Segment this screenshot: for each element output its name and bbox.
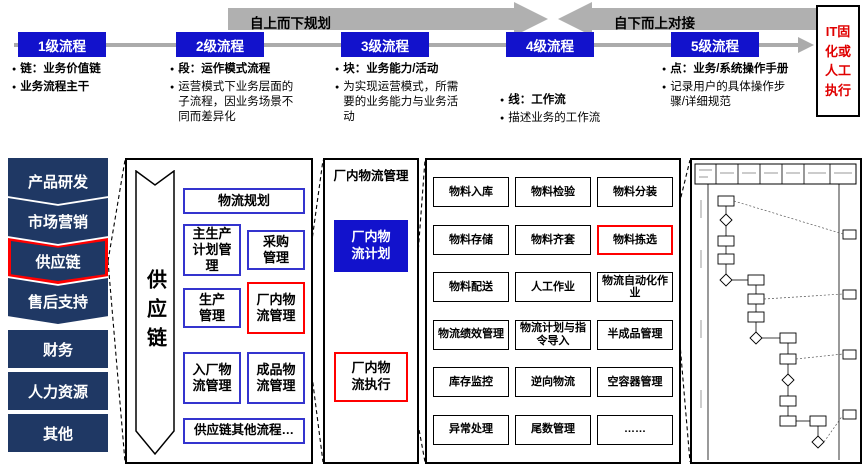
in-plant-logistics-box: 厂内物流管理 [247, 282, 305, 334]
value-chain-item-hr: 人力资源 [8, 372, 108, 410]
capability-cell: 物料分装 [597, 177, 673, 208]
bullet-item: ●业务流程主干 [12, 81, 90, 93]
level-3-bullets: ●块：业务能力/活动 ●为实现运营模式，所需要的业务能力与业务活动 [335, 62, 463, 128]
capability-cell: 异常处理 [433, 414, 509, 445]
in-plant-logistics-panel: 厂内物流管理 厂内物流计划 厂内物流执行 [323, 158, 419, 464]
capability-cell: 物料齐套 [515, 224, 591, 255]
in-plant-logistics-plan-box: 厂内物流计划 [334, 220, 408, 272]
procurement-box: 采购管理 [247, 230, 305, 270]
bullet-item: ●点：业务/系统操作手册 [662, 63, 789, 75]
top-down-label: 自上而下规划 [250, 16, 331, 31]
capability-cell-picking-highlighted: 物料拣选 [597, 224, 673, 255]
bullet-item: ●运营模式下业务层面的子流程，因业务场景不同而差异化 [170, 81, 294, 123]
level-5-bullets: ●点：业务/系统操作手册 ●记录用户的具体操作步骤/详细规范 [662, 62, 790, 113]
level-1-bullets: ●链：业务价值链 ●业务流程主干 [12, 62, 144, 98]
bullet-dot: ● [12, 84, 17, 91]
finished-goods-logistics-box: 成品物流管理 [247, 352, 305, 404]
capability-cell: 人工作业 [515, 272, 591, 303]
level-4-box: 4级流程 [506, 32, 594, 57]
capability-cell: 物料配送 [433, 272, 509, 303]
capability-cell: 物料存储 [433, 224, 509, 255]
level5-flowchart [694, 163, 857, 460]
production-mgmt-box: 生产管理 [183, 288, 241, 328]
other-processes-box: 供应链其他流程… [183, 418, 305, 444]
supply-chain-banner-label: 供应链 [143, 268, 166, 356]
capability-cell: 半成品管理 [597, 319, 673, 350]
level-2-box: 2级流程 [176, 32, 264, 57]
capability-cell: 物料入库 [433, 177, 509, 208]
bullet-dot: ● [335, 84, 340, 91]
capability-cell: 物流计划与指令导入 [515, 319, 591, 350]
capability-cell: 逆向物流 [515, 367, 591, 398]
level-5-box: 5级流程 [671, 32, 759, 57]
bullet-item: ●描述业务的工作流 [500, 112, 601, 124]
bullet-item: ●记录用户的具体操作步骤/详细规范 [662, 81, 786, 108]
level-flow-arrowhead [798, 37, 814, 53]
bullet-dot: ● [12, 66, 17, 73]
master-production-plan-box: 主生产计划管理 [183, 224, 241, 276]
logistics-planning-box: 物流规划 [183, 188, 305, 214]
it-execution-label: IT固化或人工执行 [824, 24, 851, 98]
bullet-dot: ● [170, 66, 175, 73]
logistics-capability-panel: 物料入库 物料检验 物料分装 物料存储 物料齐套 物料拣选 物料配送 人工作业 … [425, 158, 681, 464]
bullet-dot: ● [170, 84, 175, 91]
bullet-dot: ● [335, 66, 340, 73]
capability-cell: 物流自动化作业 [597, 272, 673, 303]
bullet-dot: ● [662, 84, 667, 91]
capability-cell: 空容器管理 [597, 367, 673, 398]
bullet-item: ●块：业务能力/活动 [335, 63, 439, 75]
value-chain-item-product-rd: 产品研发 [8, 158, 108, 204]
capability-grid: 物料入库 物料检验 物料分装 物料存储 物料齐套 物料拣选 物料配送 人工作业 … [427, 160, 679, 462]
value-chain-item-finance: 财务 [8, 330, 108, 368]
capability-cell: 物料检验 [515, 177, 591, 208]
bullet-dot: ● [500, 115, 505, 122]
level-1-box: 1级流程 [18, 32, 106, 57]
inbound-logistics-box: 入厂物流管理 [183, 352, 241, 404]
value-chain-item-marketing: 市场营销 [8, 198, 108, 244]
bullet-dot: ● [500, 97, 505, 104]
level5-detail-panel [690, 158, 862, 464]
bullet-item: ●线：工作流 [500, 94, 566, 106]
supply-chain-banner-shape [135, 170, 175, 456]
capability-cell: 库存监控 [433, 367, 509, 398]
level-3-box: 3级流程 [341, 32, 429, 57]
bullet-dot: ● [662, 66, 667, 73]
it-execution-box: IT固化或人工执行 [816, 5, 860, 117]
in-plant-logistics-exec-box: 厂内物流执行 [334, 352, 408, 402]
value-chain-item-other: 其他 [8, 414, 108, 452]
bullet-item: ●为实现运营模式，所需要的业务能力与业务活动 [335, 81, 459, 123]
level-4-bullets: ●线：工作流 ●描述业务的工作流 [500, 93, 640, 129]
value-chain-item-after-sales: 售后支持 [8, 278, 108, 324]
capability-cell: 尾数管理 [515, 414, 591, 445]
bottom-up-label: 自下而上对接 [614, 16, 695, 31]
capability-cell: 物流绩效管理 [433, 319, 509, 350]
bullet-item: ●链：业务价值链 [12, 63, 101, 75]
value-chain-item-supply-chain: 供应链 [8, 238, 108, 284]
capability-cell: …… [597, 414, 673, 445]
bullet-item: ●段：运作模式流程 [170, 63, 271, 75]
in-plant-panel-title: 厂内物流管理 [333, 169, 409, 183]
level-2-bullets: ●段：运作模式流程 ●运营模式下业务层面的子流程，因业务场景不同而差异化 [170, 62, 298, 128]
supply-chain-panel: 供应链 物流规划 主生产计划管理 采购管理 生产管理 厂内物流管理 入厂物流管理… [125, 158, 313, 464]
